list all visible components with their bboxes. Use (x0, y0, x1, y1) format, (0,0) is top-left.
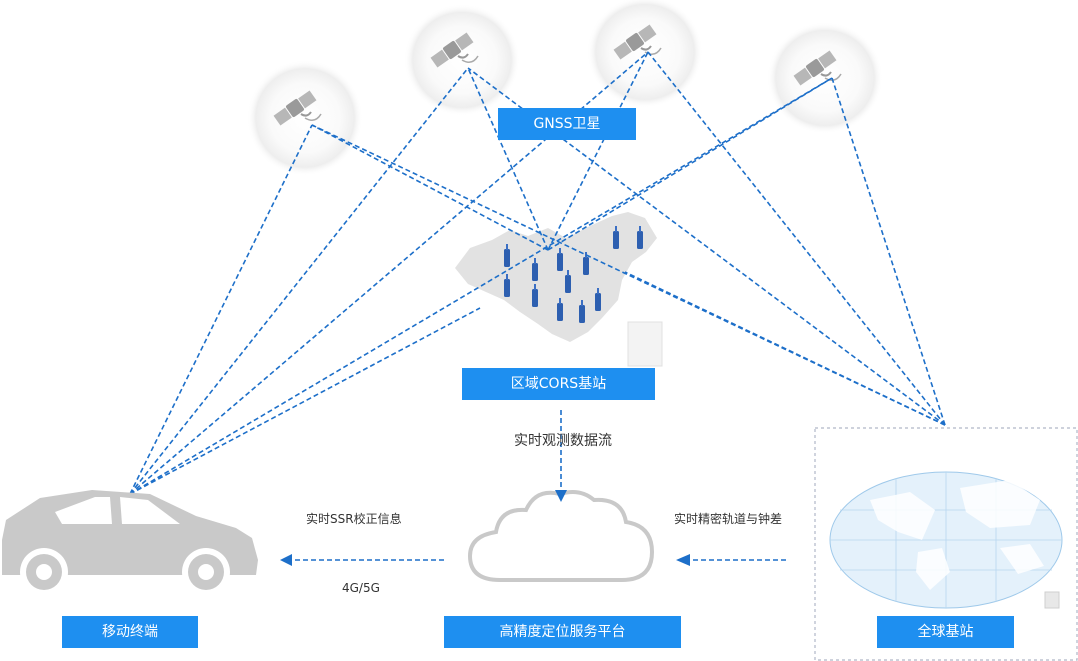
china-map-icon (455, 212, 663, 367)
satellite-1 (247, 60, 363, 176)
arrow-icon (676, 554, 690, 566)
arrow-icon (555, 490, 567, 502)
gnss-label: GNSS卫星 (498, 108, 636, 140)
network-caption: 4G/5G (342, 581, 380, 595)
satellite-2 (404, 4, 520, 116)
satellite-4 (767, 22, 883, 134)
satellite-3 (587, 0, 703, 108)
car-icon (2, 490, 258, 596)
platform-label: 高精度定位服务平台 (444, 616, 681, 648)
cloud-icon (467, 490, 655, 582)
global-label: 全球基站 (877, 616, 1014, 648)
ssr-caption: 实时SSR校正信息 (306, 512, 402, 526)
terminal-label: 移动终端 (62, 616, 198, 648)
arrows (280, 410, 786, 566)
cors-label: 区域CORS基站 (462, 368, 655, 400)
arrow-icon (280, 554, 292, 566)
orbit-clock-caption: 实时精密轨道与钟差 (674, 512, 783, 526)
signal-lines (129, 51, 946, 495)
obs-stream-caption: 实时观测数据流 (514, 433, 612, 449)
